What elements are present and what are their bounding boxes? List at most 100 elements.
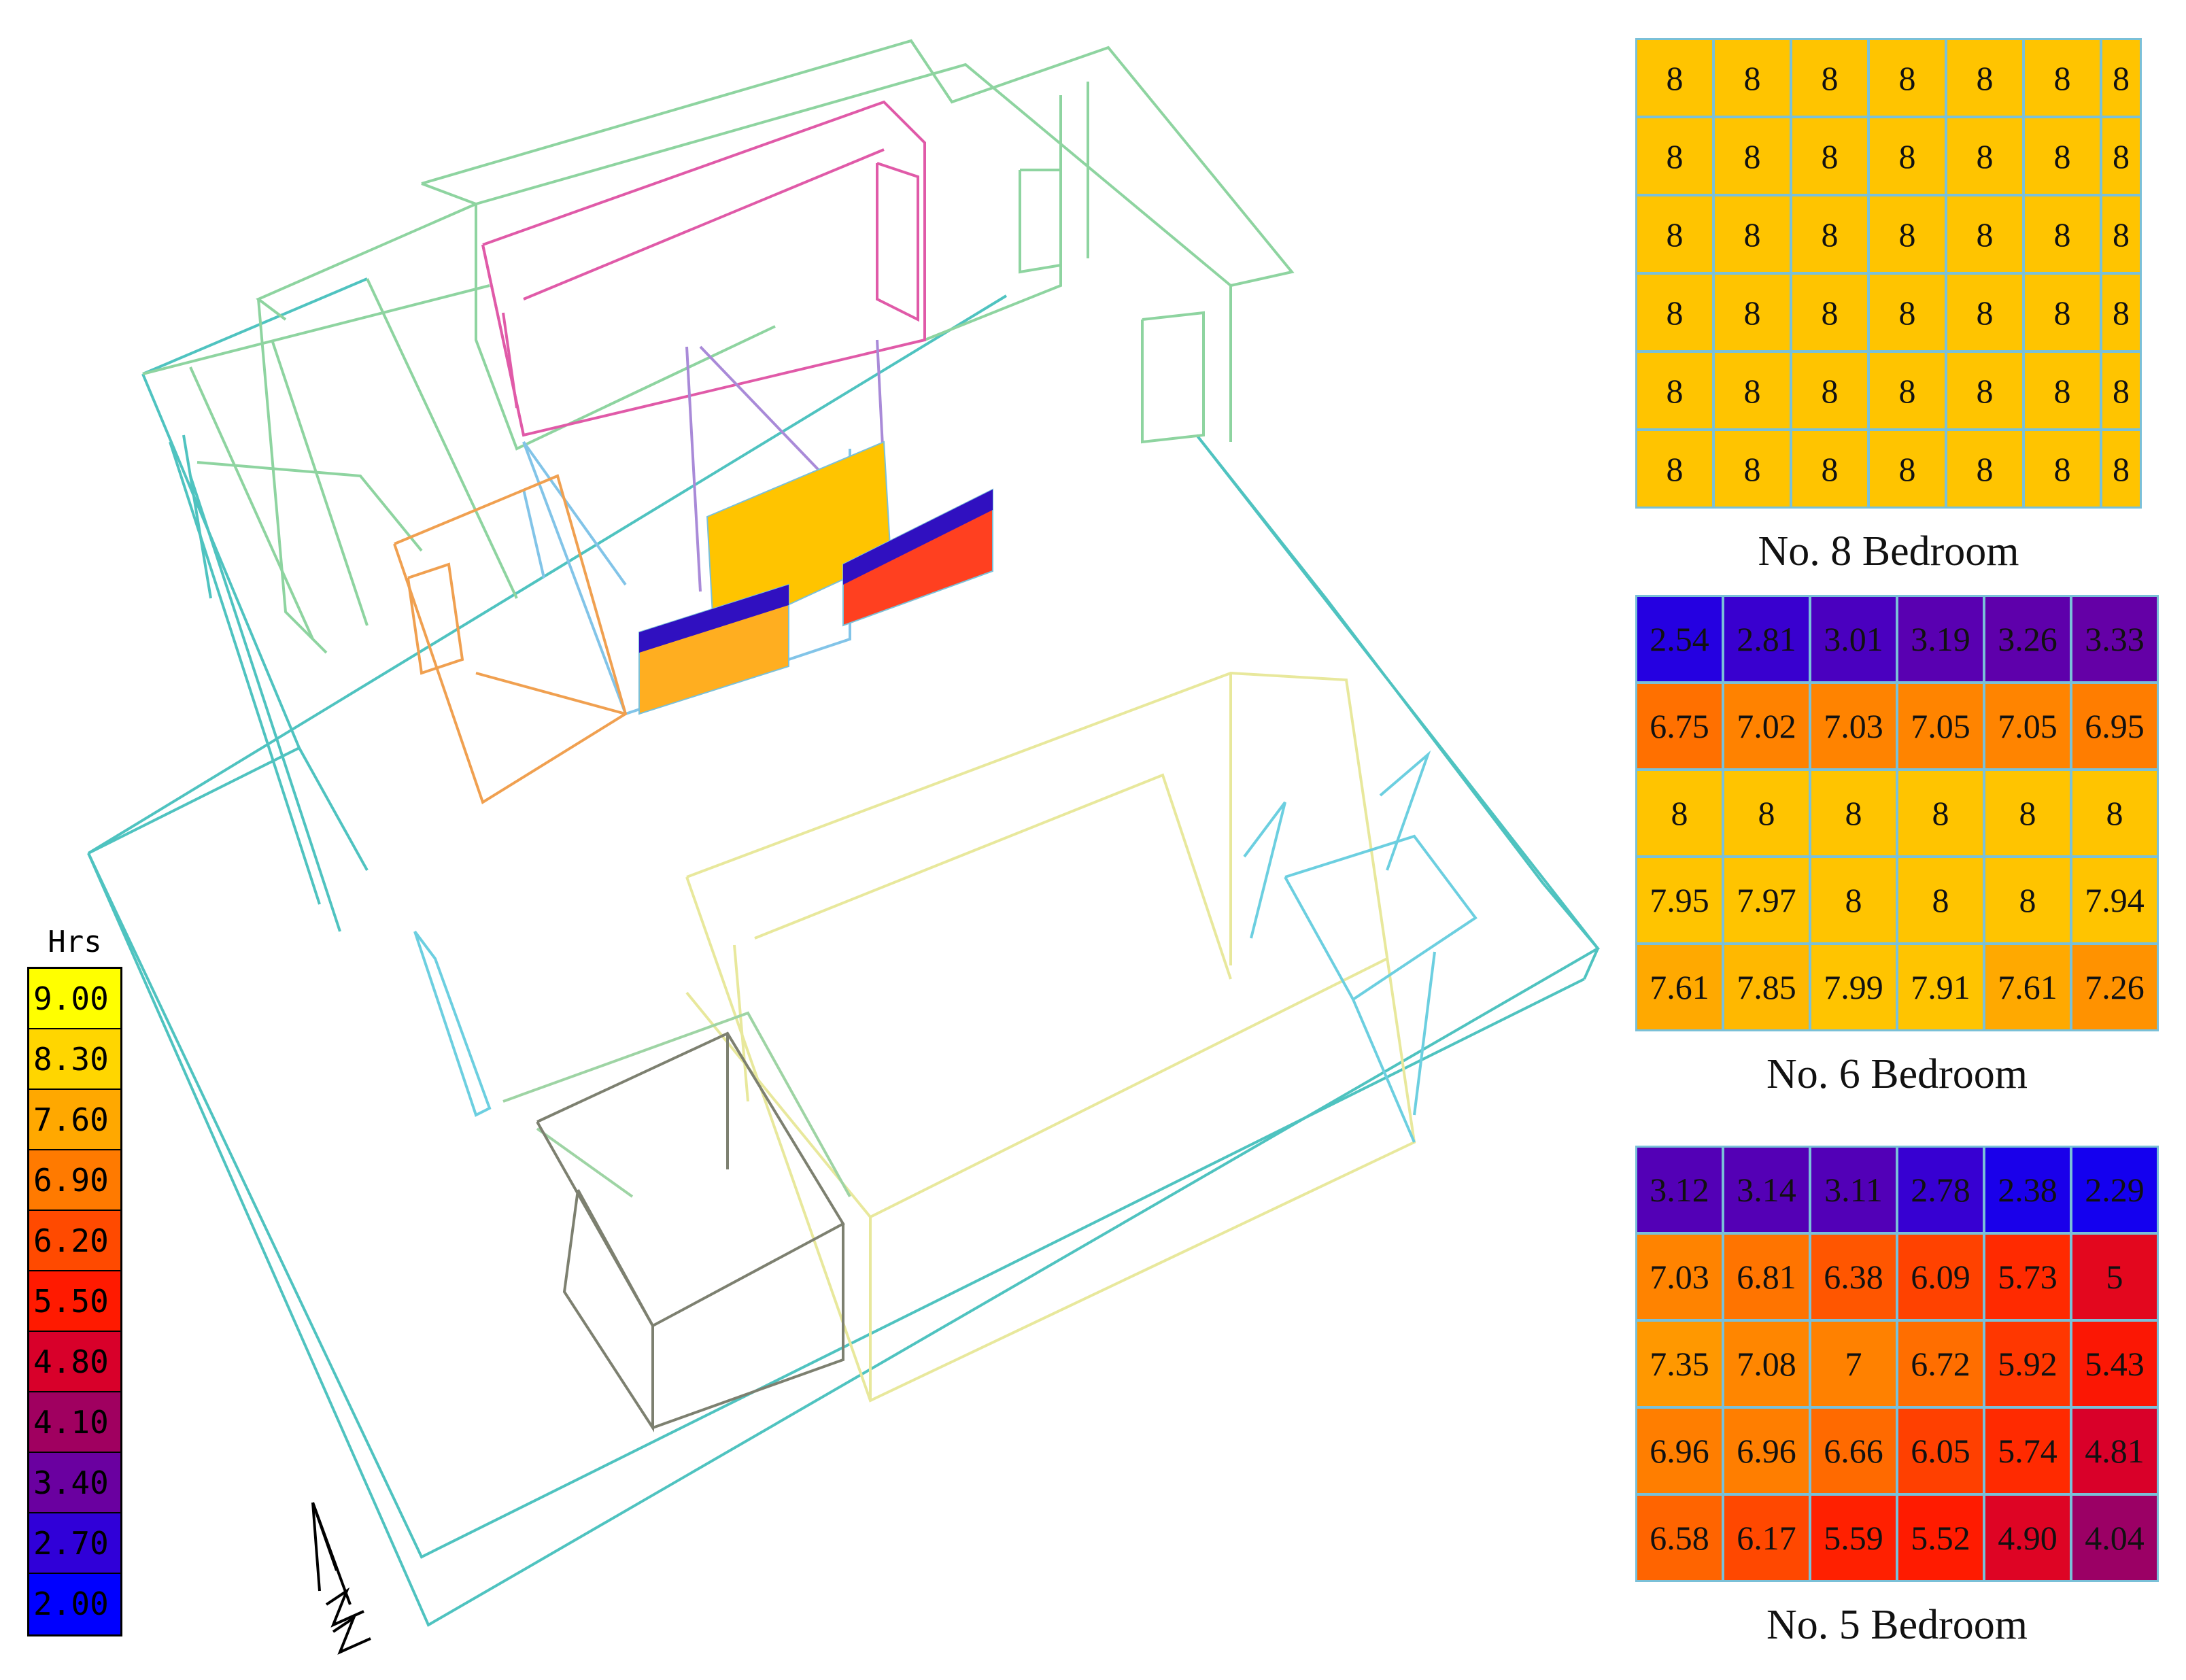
grid-cell: 8 — [1898, 858, 1983, 942]
cyan-bay-outline — [413, 750, 1478, 1143]
orange-volume-outline — [393, 474, 628, 805]
legend-entry: 5.50 — [29, 1271, 120, 1332]
bedroom-8-outline — [481, 100, 926, 437]
grid-cell: 8 — [1715, 196, 1790, 272]
grid-cell: 6.81 — [1724, 1235, 1809, 1319]
legend-entry: 4.10 — [29, 1392, 120, 1453]
grid-cell: 3.12 — [1637, 1148, 1722, 1232]
grid-cell: 8 — [1947, 431, 2022, 507]
grid-cell: 2.54 — [1637, 597, 1722, 681]
grid-cell: 5.43 — [2072, 1322, 2157, 1406]
grid-cell: 7.97 — [1724, 858, 1809, 942]
legend-entry: 7.60 — [29, 1090, 120, 1150]
legend-entry: 2.70 — [29, 1513, 120, 1574]
legend-entry: 2.00 — [29, 1574, 120, 1634]
legend-entry: 9.00 — [29, 969, 120, 1029]
grid-cell: 5.52 — [1898, 1496, 1983, 1580]
grid-cell: 3.26 — [1985, 597, 2070, 681]
grid-cell: 8 — [1637, 431, 1712, 507]
grid-cell: 8 — [2025, 353, 2100, 428]
grid-cell: 8 — [1792, 431, 1867, 507]
grid-cell: 7.99 — [1811, 945, 1896, 1029]
grid-cell: 8 — [2025, 196, 2100, 272]
grid-cell: 8 — [1792, 118, 1867, 194]
lower-green-outline — [502, 1011, 851, 1198]
analysis-surface-6 — [638, 583, 789, 715]
legend-entry: 6.90 — [29, 1150, 120, 1211]
grid-cell: 2.38 — [1985, 1148, 2070, 1232]
yellow-room-outline — [685, 671, 1416, 1403]
grid-cell: 7.95 — [1637, 858, 1722, 942]
grid-cell: 8 — [1637, 771, 1722, 855]
grid-cell: 7.08 — [1724, 1322, 1809, 1406]
grid-cell: 8 — [1947, 353, 2022, 428]
grid-cell: 3.01 — [1811, 597, 1896, 681]
grid-cell: 8 — [1715, 118, 1790, 194]
grid-cell: 8 — [1715, 40, 1790, 116]
grid-cell: 3.11 — [1811, 1148, 1896, 1232]
grid-cell: 6.66 — [1811, 1409, 1896, 1493]
legend-entry: 4.80 — [29, 1332, 120, 1392]
grid-cell: 8 — [1637, 196, 1712, 272]
grid-cell: 8 — [2072, 771, 2157, 855]
bedroom-5-caption: No. 5 Bedroom — [1766, 1602, 2028, 1648]
grid-cell: 8 — [2025, 275, 2100, 350]
grid-cell: 8 — [1985, 771, 2070, 855]
bedroom-6-caption: No. 6 Bedroom — [1766, 1051, 2028, 1097]
grid-cell: 8 — [1811, 771, 1896, 855]
grid-cell: 6.75 — [1637, 684, 1722, 768]
grid-cell: 5.73 — [1985, 1235, 2070, 1319]
grid-cell: 8 — [1870, 431, 1945, 507]
grid-cell: 8 — [1715, 275, 1790, 350]
grid-cell: 6.96 — [1724, 1409, 1809, 1493]
grid-cell: 8 — [1715, 353, 1790, 428]
grid-cell: 2.78 — [1898, 1148, 1983, 1232]
grid-cell: 5 — [2072, 1235, 2157, 1319]
grid-cell: 3.33 — [2072, 597, 2157, 681]
grid-cell: 8 — [1870, 118, 1945, 194]
grid-cell: 8 — [1947, 118, 2022, 194]
grid-cell: 8 — [1947, 40, 2022, 116]
grid-cell: 7 — [1811, 1322, 1896, 1406]
grid-cell: 2.29 — [2072, 1148, 2157, 1232]
grid-cell: 7.91 — [1898, 945, 1983, 1029]
legend-entry: 3.40 — [29, 1453, 120, 1513]
grid-cell: 8 — [1792, 353, 1867, 428]
grid-cell: 7.26 — [2072, 945, 2157, 1029]
grid-cell: 7.03 — [1637, 1235, 1722, 1319]
grid-cell: 8 — [1792, 40, 1867, 116]
grid-cell: 6.05 — [1898, 1409, 1983, 1493]
grid-cell: 8 — [2025, 40, 2100, 116]
grid-cell: 2.81 — [1724, 597, 1809, 681]
grid-cell: 8 — [2102, 118, 2140, 194]
grid-cell: 7.05 — [1898, 684, 1983, 768]
grid-cell: 6.38 — [1811, 1235, 1896, 1319]
grid-cell: 8 — [2102, 196, 2140, 272]
grid-cell: 4.81 — [2072, 1409, 2157, 1493]
legend-entry: 8.30 — [29, 1029, 120, 1090]
grid-cell: 8 — [1898, 771, 1983, 855]
grid-cell: 6.58 — [1637, 1496, 1722, 1580]
grid-cell: 3.19 — [1898, 597, 1983, 681]
grid-cell: 6.72 — [1898, 1322, 1983, 1406]
grid-cell: 8 — [1870, 40, 1945, 116]
grid-cell: 8 — [1811, 858, 1896, 942]
grid-cell: 5.59 — [1811, 1496, 1896, 1580]
grid-cell: 8 — [1870, 196, 1945, 272]
grid-cell: 8 — [1792, 196, 1867, 272]
ground-floor-outline — [87, 277, 1600, 1627]
furniture-outline — [536, 1031, 845, 1433]
grid-cell: 8 — [2025, 431, 2100, 507]
grid-cell: 6.96 — [1637, 1409, 1722, 1493]
grid-cell: 6.95 — [2072, 684, 2157, 768]
grid-cell: 8 — [1947, 275, 2022, 350]
grid-cell: 8 — [1637, 40, 1712, 116]
